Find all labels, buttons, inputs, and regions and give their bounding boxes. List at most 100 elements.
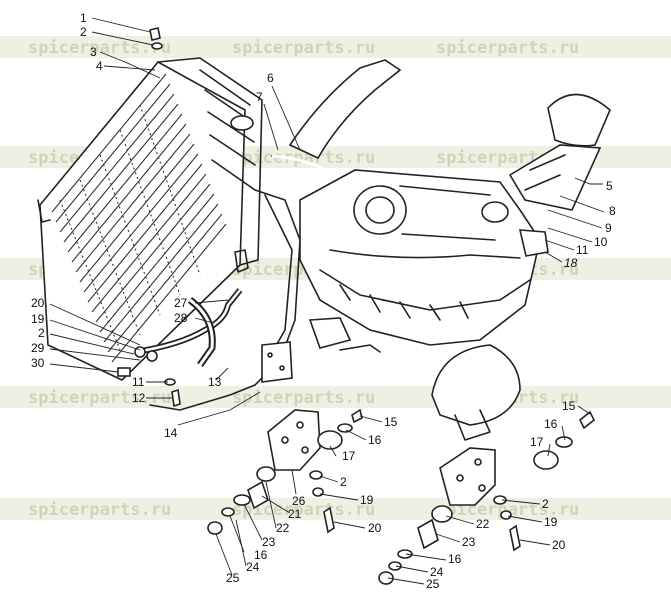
nut-25b — [378, 571, 394, 585]
support-plate — [308, 317, 352, 349]
callout-16: 16 — [254, 548, 268, 562]
watermark-text: spicerparts.ru — [232, 500, 375, 520]
washer-16b — [555, 436, 573, 448]
callout-26: 26 — [292, 494, 306, 508]
mount-bracket-26 — [267, 409, 321, 471]
radiator-left-bracket — [37, 199, 51, 223]
watermark-text: spicerparts.ru — [28, 38, 171, 58]
engine-filler — [481, 201, 509, 223]
oil-pan-ribs — [339, 284, 469, 321]
callout-11: 11 — [132, 375, 145, 389]
engine-pulley — [365, 196, 395, 224]
engine-cylinder-edges — [399, 185, 496, 241]
engine-rear-flange — [518, 229, 549, 257]
washer-16 — [337, 423, 353, 433]
callout-5: 5 — [606, 179, 613, 193]
callout-6: 6 — [267, 71, 274, 85]
washer-2 — [151, 42, 163, 50]
callout-11: 11 — [576, 243, 589, 257]
callout-4: 4 — [96, 59, 103, 73]
washer-2 — [309, 470, 323, 480]
pipe-6 — [288, 59, 402, 160]
mount-bracket-right — [439, 447, 496, 506]
callout-16: 16 — [448, 552, 462, 566]
callout-2: 2 — [340, 475, 347, 489]
air-cleaner-cap — [547, 93, 611, 147]
flywheel-housing-body — [431, 344, 521, 426]
air-cleaner-bands — [524, 154, 566, 191]
callout-12: 12 — [132, 391, 146, 405]
callout-25: 25 — [226, 571, 240, 585]
right-mount-assembly — [378, 410, 596, 585]
leader-lines — [49, 17, 605, 585]
bolt-20b — [509, 524, 521, 552]
callout-16: 16 — [544, 417, 558, 431]
engine-front-cover — [353, 185, 407, 235]
callout-23: 23 — [462, 535, 476, 549]
housing-foot — [454, 409, 491, 441]
clamp-29 — [146, 350, 158, 362]
bolt-15 — [351, 408, 363, 424]
drain-valve-30 — [117, 367, 131, 377]
callout-17: 17 — [530, 435, 544, 449]
watermark-text: spicerparts.ru — [232, 38, 375, 58]
callout-28: 28 — [174, 311, 188, 325]
bolt-20 — [323, 506, 335, 534]
front-support-bracket — [261, 341, 293, 383]
callout-19: 19 — [544, 515, 558, 529]
pipe-bracket — [234, 249, 249, 273]
callout-25: 25 — [426, 577, 440, 591]
callout-3: 3 — [90, 45, 97, 59]
callout-30: 30 — [31, 356, 45, 370]
callout-21: 21 — [288, 507, 302, 521]
air-cleaner — [508, 93, 611, 211]
radiator — [37, 57, 263, 381]
callout-2: 2 — [542, 497, 549, 511]
rubber-cushion-17 — [317, 430, 343, 450]
nut-19 — [312, 487, 324, 497]
radiator-filler-cap — [230, 115, 254, 131]
watermark-text: spicerparts.ru — [436, 38, 579, 58]
callout-17: 17 — [342, 449, 356, 463]
radiator-tank — [157, 57, 263, 266]
cushion-22b — [431, 505, 453, 523]
callout-2: 2 — [38, 326, 45, 340]
washer-16d — [397, 549, 413, 559]
watermark-text: spicerparts.ru — [232, 388, 375, 408]
nut-25 — [207, 521, 223, 535]
bolt-1 — [149, 27, 161, 41]
sleeve-23b — [417, 518, 439, 550]
callout-23: 23 — [262, 535, 276, 549]
washer-16 — [221, 507, 235, 517]
cushion-22 — [256, 466, 276, 482]
washer-23 — [233, 494, 251, 506]
top-fasteners — [149, 27, 181, 408]
block-contour — [329, 249, 521, 259]
callout-20: 20 — [552, 538, 566, 552]
support-link — [339, 344, 381, 353]
bolt-15b — [578, 410, 596, 430]
callout-22: 22 — [276, 521, 290, 535]
nut-19b — [500, 510, 512, 520]
callout-8: 8 — [609, 204, 616, 218]
callout-1: 1 — [80, 11, 87, 25]
radiator-fins — [51, 73, 227, 363]
callout-29: 29 — [31, 341, 45, 355]
callout-20: 20 — [31, 296, 45, 310]
callout-15: 15 — [384, 415, 398, 429]
callout-20: 20 — [368, 521, 382, 535]
callout-15: 15 — [562, 399, 576, 413]
oil-pan-edge — [319, 269, 531, 311]
left-mount-assembly — [207, 408, 363, 535]
bolt-12 — [171, 388, 181, 408]
callout-10: 10 — [594, 235, 608, 249]
flywheel-housing — [431, 344, 521, 441]
callout-16: 16 — [368, 433, 382, 447]
callout-24: 24 — [246, 560, 260, 574]
callout-27: 27 — [174, 296, 188, 310]
callout-22: 22 — [476, 517, 490, 531]
callout-labels: 1 2 3 4 6 7 5 8 9 10 11 18 20 19 2 29 30… — [31, 11, 616, 591]
watermark-band — [0, 36, 671, 58]
callout-2: 2 — [80, 25, 87, 39]
